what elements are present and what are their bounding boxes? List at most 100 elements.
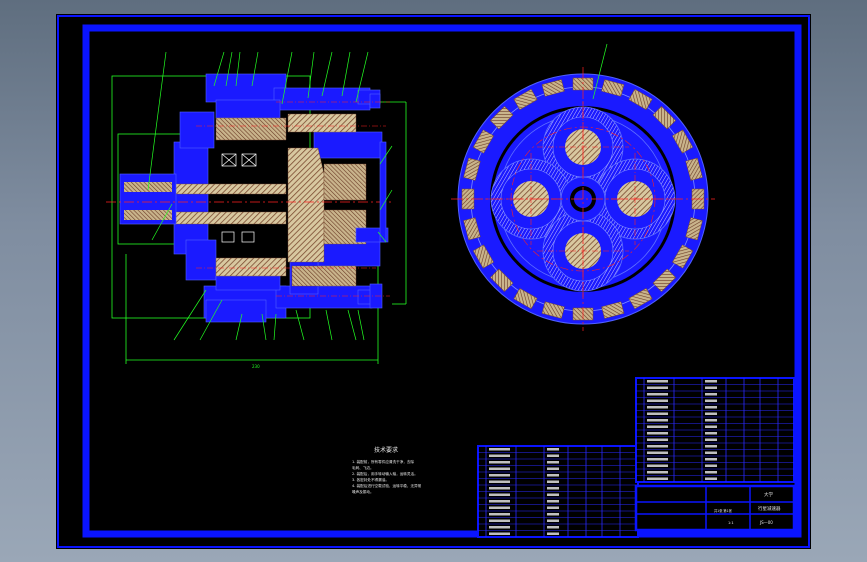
slot-mark	[463, 157, 481, 181]
table-cell-text	[489, 500, 510, 503]
table-cell-text	[705, 464, 717, 467]
table-cell-text	[547, 454, 559, 457]
table-cell-text	[489, 474, 510, 477]
slot-mark	[685, 217, 703, 241]
table-cell-text	[547, 467, 559, 470]
table-cell-text	[489, 448, 510, 451]
svg-text:3. 各密封处不得漏油。: 3. 各密封处不得漏油。	[352, 477, 389, 482]
table-cell-text	[547, 532, 559, 535]
slot-mark	[463, 217, 481, 241]
table-cell-text	[647, 386, 668, 389]
table-cell-text	[489, 493, 510, 496]
table-cell-text	[647, 477, 668, 480]
table-cell-text	[705, 477, 717, 480]
slot-mark	[601, 79, 625, 97]
table-cell-text	[489, 513, 510, 516]
svg-text:4. 装配后进行空载试验，运转平稳，无异常: 4. 装配后进行空载试验，运转平稳，无异常	[352, 483, 422, 488]
table-cell-text	[705, 425, 717, 428]
table-cell-text	[647, 425, 668, 428]
table-cell-text	[489, 480, 510, 483]
slot-mark	[672, 129, 694, 154]
drawing-scale: 1:1	[728, 521, 734, 525]
slot-mark	[628, 88, 653, 110]
school-name: 大学	[764, 491, 773, 498]
svg-text:毛刺、飞边。: 毛刺、飞边。	[352, 465, 374, 470]
assembly-drawing: 230	[57, 15, 810, 548]
table-cell-text	[489, 487, 510, 490]
table-cell-text	[489, 506, 510, 509]
table-cell-text	[647, 451, 668, 454]
table-cell-text	[647, 438, 668, 441]
drawing-name: 行星减速器	[758, 505, 781, 512]
table-cell-text	[547, 500, 559, 503]
table-cell-text	[647, 393, 668, 396]
slot-mark	[490, 106, 514, 130]
table-cell-text	[647, 471, 668, 474]
table-cell-text	[647, 464, 668, 467]
table-cell-text	[647, 445, 668, 448]
table-cell-text	[705, 451, 717, 454]
table-cell-text	[489, 454, 510, 457]
sheet-count: 共1张 第1张	[714, 508, 733, 513]
table-cell-text	[647, 399, 668, 402]
slot-mark	[472, 244, 494, 269]
table-cell-text	[705, 419, 717, 422]
table-cell-text	[705, 432, 717, 435]
table-cell-text	[489, 519, 510, 522]
table-cell-text	[647, 432, 668, 435]
table-cell-text	[547, 493, 559, 496]
table-cell-text	[547, 519, 559, 522]
table-cell-text	[489, 467, 510, 470]
section-view: 230	[106, 51, 407, 369]
table-cell-text	[547, 448, 559, 451]
slot-mark	[541, 79, 565, 97]
table-cell-text	[705, 406, 717, 409]
slot-mark	[628, 288, 653, 310]
outer-border	[57, 15, 810, 548]
title-block: 大学 行星减速器 JS—00 1:1 共1张 第1张	[634, 484, 796, 532]
table-cell-text	[547, 474, 559, 477]
drawing-number: JS—00	[759, 520, 773, 525]
table-cell-text	[705, 412, 717, 415]
table-cell-text	[647, 419, 668, 422]
svg-text:噪声及振动。: 噪声及振动。	[352, 489, 374, 494]
ring-bolt-slots	[461, 77, 705, 321]
drawing-sheet[interactable]: 230	[56, 14, 811, 549]
table-cell-text	[705, 445, 717, 448]
slot-mark	[652, 106, 676, 130]
table-cell-text	[547, 506, 559, 509]
table-cell-text	[489, 526, 510, 529]
slot-mark	[513, 288, 538, 310]
table-cell-text	[705, 458, 717, 461]
table-cell-text	[705, 471, 717, 474]
table-cell-text	[705, 399, 717, 402]
parts-list-upper	[635, 377, 795, 483]
table-cell-text	[647, 406, 668, 409]
table-cell-text	[547, 487, 559, 490]
table-cell-text	[705, 380, 717, 383]
tech-notes: 技术要求 1. 装配前，所有零件应清洗干净，去除 毛刺、飞边。 2. 装配后，用…	[352, 446, 422, 494]
slot-mark	[685, 157, 703, 181]
end-view	[451, 43, 715, 331]
table-cell-text	[647, 380, 668, 383]
slot-mark	[652, 268, 676, 292]
table-cell-text	[705, 438, 717, 441]
slot-mark	[513, 88, 538, 110]
slot-mark	[472, 129, 494, 154]
slot-mark	[672, 244, 694, 269]
table-cell-text	[647, 412, 668, 415]
svg-text:2. 装配后，用手转动输入轴，运转灵活。: 2. 装配后，用手转动输入轴，运转灵活。	[352, 471, 418, 476]
overall-dimension: 230	[252, 364, 260, 369]
table-cell-text	[547, 526, 559, 529]
svg-text:1. 装配前，所有零件应清洗干净，去除: 1. 装配前，所有零件应清洗干净，去除	[352, 459, 414, 464]
tech-notes-title: 技术要求	[374, 446, 398, 454]
table-cell-text	[547, 513, 559, 516]
slot-mark	[601, 301, 625, 319]
table-cell-text	[547, 480, 559, 483]
table-cell-text	[489, 461, 510, 464]
slot-mark	[490, 268, 514, 292]
table-cell-text	[647, 458, 668, 461]
slot-mark	[541, 301, 565, 319]
inner-border	[82, 24, 802, 538]
